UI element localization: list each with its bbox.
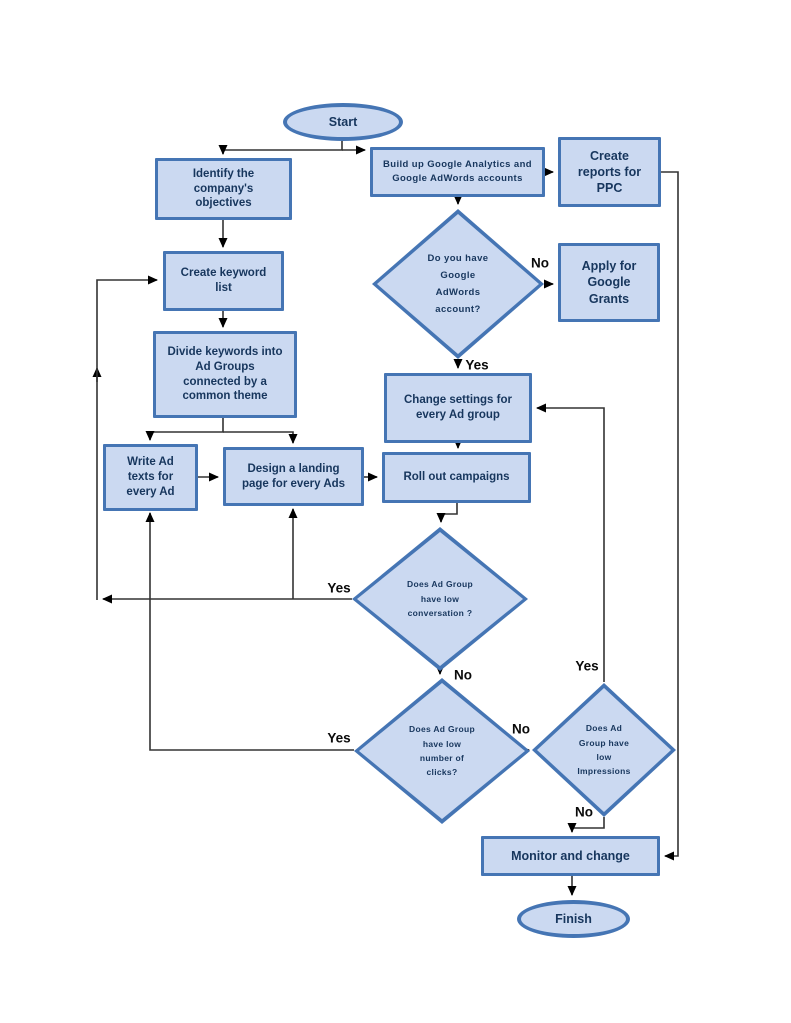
node-adwords-question: Do you have Google AdWords account? [372,209,544,359]
edge-start-to-identify [218,141,343,155]
edge-divide-to-design-landing [223,431,298,444]
node-low-impressions-question-label: Does Ad Group have low Impressions [577,723,631,777]
node-low-clicks-question: Does Ad Group have low number of clicks? [354,678,530,824]
node-low-impressions-question: Does Ad Group have low Impressions [532,683,676,817]
node-adwords-question-label: Do you have Google AdWords account? [427,252,489,316]
node-low-clicks-question-label: Does Ad Group have low number of clicks? [409,724,475,778]
node-finish: Finish [517,900,630,938]
edge-clicks-yes-to-write-ad [145,512,354,751]
node-roll-out-campaigns-label: Roll out campaigns [403,471,510,484]
node-change-settings-label: Change settings for every Ad group [404,394,512,421]
node-low-conversation-question-label: Does Ad Group have low conversation ? [407,579,473,619]
edge-label-adwords-yes: Yes [465,357,489,373]
node-create-reports-ppc: Create reports for PPC [558,137,661,207]
edge-label-clicks-no: No [512,721,530,737]
node-build-accounts-label: Build up Google Analytics and Google AdW… [382,158,532,184]
node-finish-label: Finish [555,911,592,926]
edge-label-clicks-yes: Yes [327,730,351,746]
node-start-label: Start [328,114,358,129]
node-divide-keywords: Divide keywords into Ad Groups connected… [153,331,297,418]
node-build-accounts: Build up Google Analytics and Google AdW… [370,147,545,197]
node-low-conversation-question: Does Ad Group have low conversation ? [352,527,528,671]
node-design-landing-page-label: Design a landing page for every Ads [241,462,346,490]
node-roll-out-campaigns: Roll out campaigns [382,452,531,503]
node-monitor-and-change-label: Monitor and change [511,848,630,863]
node-divide-keywords-label: Divide keywords into Ad Groups connected… [167,345,283,403]
edge-roll-out-to-conversation-question [436,503,458,523]
node-identify-objectives: Identify the company's objectives [155,158,292,220]
edge-impressions-yes-to-change-settings [536,403,605,682]
node-design-landing-page: Design a landing page for every Ads [223,447,364,506]
node-start: Start [283,103,403,141]
node-monitor-and-change: Monitor and change [481,836,660,876]
node-write-ad-texts: Write Ad texts for every Ad [103,444,198,511]
edge-label-impressions-no: No [575,804,593,820]
edge-label-conversation-yes: Yes [327,580,351,596]
edge-loop-to-create-keyword [96,275,158,600]
node-create-reports-ppc-label: Create reports for PPC [577,148,642,196]
edge-label-adwords-no: No [531,255,549,271]
node-create-keyword-list: Create keyword list [163,251,284,311]
edge-label-conversation-no: No [454,667,472,683]
node-apply-google-grants: Apply for Google Grants [558,243,660,322]
node-change-settings: Change settings for every Ad group [384,373,532,443]
node-create-keyword-list-label: Create keyword list [180,267,267,294]
node-write-ad-texts-label: Write Ad texts for every Ad [126,456,175,498]
edge-label-impressions-yes: Yes [575,658,599,674]
edge-divide-to-write-ad [145,418,224,441]
node-apply-google-grants-label: Apply for Google Grants [581,259,637,306]
node-identify-objectives-label: Identify the company's objectives [192,167,255,210]
